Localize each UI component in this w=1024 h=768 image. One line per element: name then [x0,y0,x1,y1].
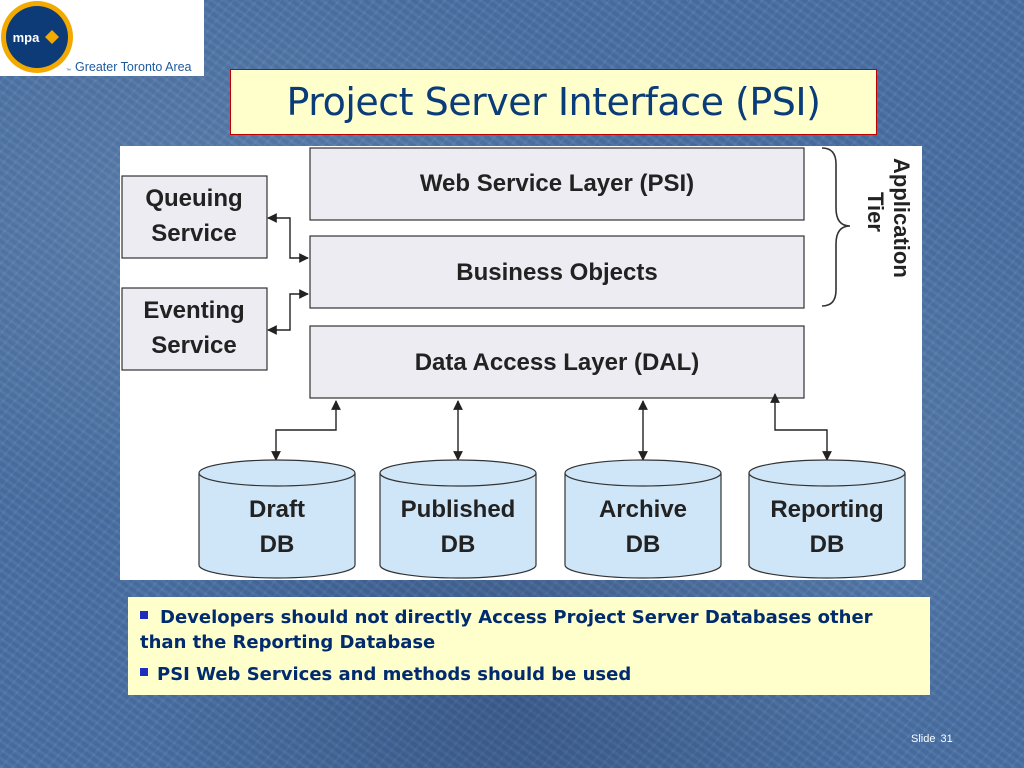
service-queuing: Queuing Service [121,175,268,259]
logo-diamond-icon [45,30,59,44]
bullet-text: PSI Web Services and methods should be u… [157,664,632,685]
db-published: Published DB [379,459,537,579]
logo-abbr: mpa [13,30,41,45]
slide-label: Slide [911,733,936,745]
db-reporting-line1: Reporting [770,496,883,523]
db-published-line1: Published [401,496,516,523]
title-box: Project Server Interface (PSI) [230,69,877,135]
db-draft-line2: DB [260,531,295,558]
service-eventing-line2: Service [151,332,236,359]
bullet-item: Developers should not directly Access Pr… [140,605,920,655]
layer-business-objects: Business Objects [309,235,805,309]
architecture-diagram: Web Service Layer (PSI) Business Objects… [120,146,922,580]
logo-circle [6,6,68,68]
logo-tm: ™ [66,68,71,74]
layer-web-service: Web Service Layer (PSI) [309,147,805,221]
draft-db-connector [271,400,341,461]
logo-graphic: mpa ™ Greater Toronto Area [1,1,192,74]
logo-region: Greater Toronto Area [75,60,192,74]
db-published-line2: DB [441,531,476,558]
bullet-item: PSI Web Services and methods should be u… [140,662,920,687]
db-archive: Archive DB [564,459,722,579]
logo: mpa ™ Greater Toronto Area [0,0,204,76]
service-eventing-line1: Eventing [143,297,244,324]
layer-data-access-label: Data Access Layer (DAL) [415,349,700,376]
db-archive-line2: DB [626,531,661,558]
application-tier-line2: Tier [863,192,888,232]
application-tier-label: Application Tier [863,158,914,278]
layer-business-objects-label: Business Objects [456,259,657,286]
application-tier-line1: Application [889,158,914,278]
bullet-text: Developers should not directly Access Pr… [140,607,873,653]
slide-number: Slide 31 [911,733,958,745]
service-queuing-line2: Service [151,220,236,247]
bullet-square-icon [140,611,148,619]
service-eventing: Eventing Service [121,287,268,371]
queuing-connector [267,213,309,263]
eventing-connector [267,289,309,335]
diagram-canvas: Web Service Layer (PSI) Business Objects… [121,147,914,579]
db-draft-line1: Draft [249,496,305,523]
slide-number-value: 31 [940,733,953,745]
bullet-box: Developers should not directly Access Pr… [128,597,930,695]
db-reporting: Reporting DB [748,459,906,579]
application-tier-brace [821,147,851,307]
layer-data-access: Data Access Layer (DAL) [309,325,805,399]
service-queuing-line1: Queuing [145,185,242,212]
reporting-db-connector [770,393,832,461]
bullet-square-icon [140,668,148,676]
db-draft: Draft DB [198,459,356,579]
db-archive-line1: Archive [599,496,687,523]
layer-web-service-label: Web Service Layer (PSI) [420,170,694,197]
page-title: Project Server Interface (PSI) [286,80,821,124]
db-reporting-line2: DB [810,531,845,558]
